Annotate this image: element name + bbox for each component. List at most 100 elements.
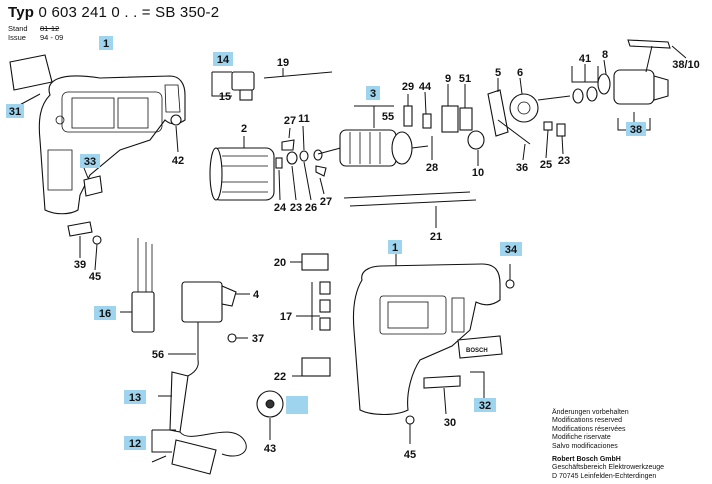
label-12: 12 (129, 438, 141, 450)
company-name: Robert Bosch GmbH (552, 456, 621, 464)
washer-41b-drawing (586, 86, 598, 102)
footer-line: Modifications réservées (552, 425, 626, 433)
label-29: 29 (402, 81, 414, 93)
label-51: 51 (459, 73, 471, 85)
part-11-drawing (313, 149, 323, 161)
label-42: 42 (172, 155, 184, 167)
part-39-drawing (67, 221, 93, 237)
label-10: 10 (472, 167, 484, 179)
label-14: 14 (217, 54, 230, 66)
label-33: 33 (84, 156, 96, 168)
footer-line: Modifications reserved (552, 417, 623, 425)
brand-label-text: BOSCH (466, 348, 488, 354)
label-1-top: 1 (103, 38, 109, 50)
label-27b: 27 (320, 196, 332, 208)
label-8: 8 (602, 49, 608, 61)
part-22-drawing (301, 357, 331, 377)
footer-notice: Änderungen vorbehalten Modifications res… (552, 409, 664, 481)
label-39: 39 (74, 259, 86, 271)
label-32: 32 (479, 400, 491, 412)
part-17a-drawing (319, 281, 331, 295)
screw-42-drawing (170, 114, 182, 126)
pin-36-drawing (497, 119, 531, 145)
label-38-10: 38/10 (672, 59, 700, 71)
part-27b-drawing (315, 165, 327, 177)
label-28: 28 (426, 162, 438, 174)
label-24: 24 (274, 202, 287, 214)
label-27a: 27 (284, 115, 296, 127)
screw-45-bottom-drawing (405, 415, 415, 425)
part-20-drawing (301, 253, 329, 271)
field-coil-drawing (209, 136, 275, 201)
part-51-drawing (459, 107, 473, 131)
part-24-drawing (275, 157, 283, 169)
rod-21a-drawing (343, 191, 471, 199)
armature-drawing (317, 105, 429, 167)
part-9-drawing (441, 105, 459, 133)
part-23b-drawing (556, 123, 566, 137)
label-56: 56 (152, 349, 164, 361)
bearing-10-drawing (467, 130, 485, 150)
label-38: 38 (630, 124, 642, 136)
label-25: 25 (540, 159, 552, 171)
label-22: 22 (274, 371, 286, 383)
label-31: 31 (9, 106, 21, 118)
label-plate-32-drawing (457, 335, 503, 359)
label-45-top: 45 (89, 271, 101, 283)
label-30: 30 (444, 417, 456, 429)
label-3: 3 (370, 88, 376, 100)
footer-line: Salvo modificaciones (552, 442, 618, 450)
label-15: 15 (219, 91, 231, 103)
label-21: 21 (430, 231, 442, 243)
revision-info: Stand 81-12 Issue 94 - 09 (8, 24, 63, 42)
diagram-title: Typ 0 603 241 0 . . = SB 350-2 (8, 4, 220, 21)
issue-label: Issue (8, 33, 26, 42)
stand-value: 81-12 (40, 24, 60, 33)
part-27a-drawing (281, 139, 295, 151)
part-16-drawing (131, 291, 155, 333)
plug-12-drawing (171, 439, 217, 475)
label-55: 55 (382, 111, 394, 123)
footer-line: Änderungen vorbehalten (552, 409, 629, 416)
company-division: Geschäftsbereich Elektrowerkzeuge (552, 464, 665, 472)
rod-19-drawing (263, 71, 333, 79)
screw-34-drawing (505, 279, 515, 289)
label-16: 16 (99, 308, 111, 320)
part-29-drawing (403, 105, 413, 127)
housing-half-drawing (9, 54, 186, 215)
label-9: 9 (445, 73, 451, 85)
washer-41a-drawing (572, 88, 584, 104)
label-44: 44 (419, 81, 432, 93)
part-33-drawing (83, 175, 103, 197)
part-25-drawing (543, 121, 553, 131)
company-address: D 70745 Leinfelden-Echterdingen (552, 472, 657, 480)
footer-line: Modifiche riservate (552, 434, 611, 442)
part-5-drawing (487, 89, 509, 137)
label-1-bottom: 1 (392, 242, 398, 254)
label-2: 2 (241, 123, 247, 135)
label-26: 26 (305, 202, 317, 214)
label-23a: 23 (290, 202, 302, 214)
label-23b: 23 (558, 155, 570, 167)
label-13: 13 (129, 392, 141, 404)
label-30-drawing (423, 375, 461, 389)
ring-8-drawing (597, 73, 611, 95)
stand-label: Stand (8, 24, 28, 33)
label-6: 6 (517, 67, 523, 79)
rod-21b-drawing (349, 199, 477, 207)
label-36: 36 (516, 162, 528, 174)
part-labels: 1 31 33 39 45 42 2 14 15 19 27 11 24 23 … (6, 36, 700, 461)
chuck-38-drawing (613, 69, 669, 131)
housing-half-bottom-drawing (352, 254, 501, 416)
part-14-drawing (231, 71, 255, 91)
part-17b-drawing (319, 299, 331, 313)
issue-value: 94 - 09 (40, 33, 64, 42)
chuck-key-drawing (627, 39, 671, 49)
screw-45-top-drawing (92, 235, 102, 245)
label-5: 5 (495, 67, 501, 79)
screw-37-drawing (227, 333, 237, 343)
label-4: 4 (253, 289, 260, 301)
label-43: 43 (264, 443, 276, 455)
label-17: 17 (280, 311, 292, 323)
